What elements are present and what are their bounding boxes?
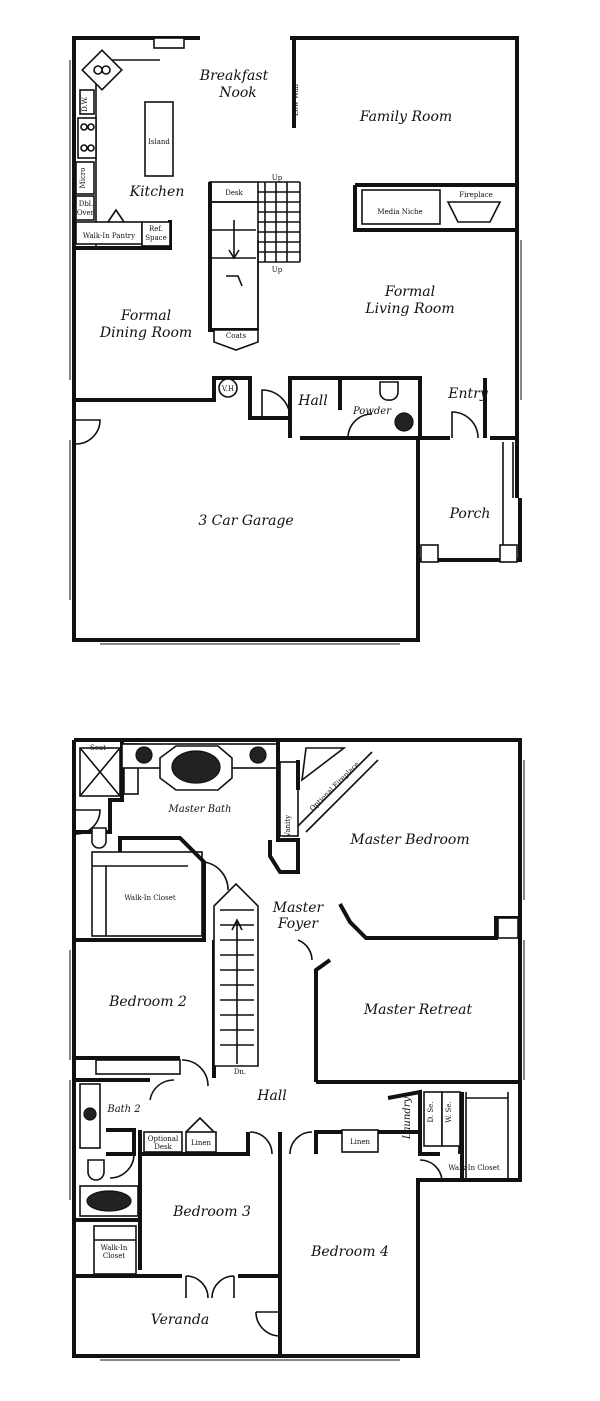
vh-label: V.H	[221, 385, 234, 393]
master-retreat-label: Master Retreat	[363, 1002, 473, 1018]
media-niche	[361, 189, 441, 225]
dbl-oven-label-2: Oven	[77, 209, 96, 217]
linen-closet-right	[341, 1129, 379, 1153]
kitchen-island	[144, 101, 174, 177]
washer-space	[441, 1091, 461, 1147]
up-label-top: Up	[272, 174, 283, 182]
first-floor-top-wall-right	[290, 36, 519, 498]
vanity-label: Vanity	[284, 815, 292, 838]
bedroom2-label: Bedroom 2	[108, 994, 187, 1010]
island-label: Island	[148, 138, 170, 146]
toilet-icon	[379, 381, 399, 401]
bath2-toilet-icon	[87, 1159, 105, 1181]
laundry-label: Laundry	[402, 1096, 413, 1140]
refrigerator-space	[141, 221, 171, 247]
porch-wall	[418, 498, 522, 562]
ref-space-label-1: Ref.	[149, 225, 163, 233]
bedroom3-label: Bedroom 3	[172, 1204, 251, 1220]
micro-label: Micro	[79, 168, 87, 189]
dn-label: Dn.	[234, 1068, 246, 1076]
first-floor-stairs	[208, 181, 301, 351]
coat-closet	[213, 329, 259, 351]
hall-label-second: Hall	[256, 1088, 287, 1104]
water-heater-icon	[218, 378, 238, 398]
dishwasher	[79, 89, 95, 115]
entry-door	[451, 411, 479, 439]
second-floor-stairs	[213, 882, 259, 1067]
walk-in-pantry-label: Walk-In Pantry	[83, 232, 135, 240]
ref-space-label-2: Space	[145, 234, 167, 242]
vanity	[279, 761, 299, 837]
bath2-tub-icon	[86, 1190, 132, 1212]
low-wall-label: Low Wall	[292, 83, 300, 116]
linen-left-label: Linen	[191, 1139, 212, 1147]
dryer-label: D. Se.	[427, 1102, 435, 1123]
porch-column-left	[420, 544, 439, 563]
linen-closet-left	[185, 1131, 217, 1153]
formal-dining-label-2: Dining Room	[99, 325, 192, 341]
washer-label: W. Se.	[445, 1101, 453, 1123]
optional-desk-label-2: Desk	[154, 1143, 172, 1151]
cooktop	[77, 117, 97, 159]
veranda-label: Veranda	[151, 1312, 209, 1328]
breakfast-nook-label-2: Nook	[218, 85, 257, 101]
second-floor-outer-wall	[72, 738, 522, 1358]
garage-side-door	[75, 419, 101, 445]
microwave	[75, 161, 95, 195]
master-foyer-label-2: Foyer	[277, 916, 320, 932]
formal-living-label-1: Formal	[384, 284, 435, 300]
sink-icon	[394, 412, 414, 432]
up-label-bottom: Up	[272, 266, 283, 274]
master-bath-label: Master Bath	[168, 804, 232, 815]
first-floor-outer-wall	[72, 36, 290, 420]
powder-door	[347, 413, 373, 439]
desk-label: Desk	[225, 189, 243, 197]
dw-label: D.W.	[81, 96, 89, 112]
sink-right-icon	[249, 746, 267, 764]
powder-label: Powder	[352, 406, 392, 417]
seat-label: Seat	[90, 744, 106, 752]
optional-desk-label-1: Optional	[148, 1135, 179, 1143]
walk-in-closet-small-label-1: Walk-In	[101, 1244, 128, 1252]
master-walk-in-closet	[91, 851, 203, 937]
master-foyer-label-1: Master	[272, 900, 325, 916]
entry-label: Entry	[447, 386, 489, 402]
bath2-label: Bath 2	[106, 1104, 140, 1115]
hall-label-first: Hall	[297, 393, 328, 409]
formal-living-label-2: Living Room	[364, 301, 454, 317]
master-toilet-icon	[91, 827, 107, 849]
master-bedroom-label: Master Bedroom	[349, 832, 469, 848]
family-room-label: Family Room	[359, 109, 452, 125]
breakfast-nook-label-1: Breakfast	[199, 68, 269, 84]
linen-right-label: Linen	[350, 1138, 371, 1146]
bathtub-icon	[171, 750, 221, 784]
media-niche-label: Media Niche	[377, 208, 422, 216]
garage-label: 3 Car Garage	[198, 513, 293, 529]
double-oven	[75, 195, 95, 221]
dbl-oven-label-1: Dbl.	[79, 200, 94, 208]
porch-column-right	[499, 544, 518, 563]
optional-desk	[143, 1131, 183, 1153]
bedroom4-label: Bedroom 4	[310, 1244, 389, 1260]
first-floor-plan: Breakfast Nook Family Room Kitchen Islan…	[69, 36, 522, 645]
walk-in-closet-right-label: Walk-In Closet	[448, 1164, 500, 1172]
coats-label: Coats	[226, 332, 247, 340]
hall-door	[261, 389, 291, 419]
master-walk-in-closet-label: Walk-In Closet	[124, 894, 176, 902]
fireplace-icon	[446, 201, 502, 223]
porch-label: Porch	[449, 506, 491, 522]
garage-wall	[72, 400, 420, 642]
bath2-sink-icon	[83, 1107, 97, 1121]
kitchen-label: Kitchen	[129, 184, 185, 200]
second-floor-plan: Seat Master Bath Optional Fireplace Vani…	[69, 738, 525, 1361]
optional-fireplace-icon	[300, 747, 347, 782]
walk-in-closet-small-label-2: Closet	[103, 1252, 126, 1260]
formal-dining-label-1: Formal	[120, 308, 171, 324]
sink-left-icon	[135, 746, 153, 764]
fireplace-label: Fireplace	[459, 191, 493, 199]
